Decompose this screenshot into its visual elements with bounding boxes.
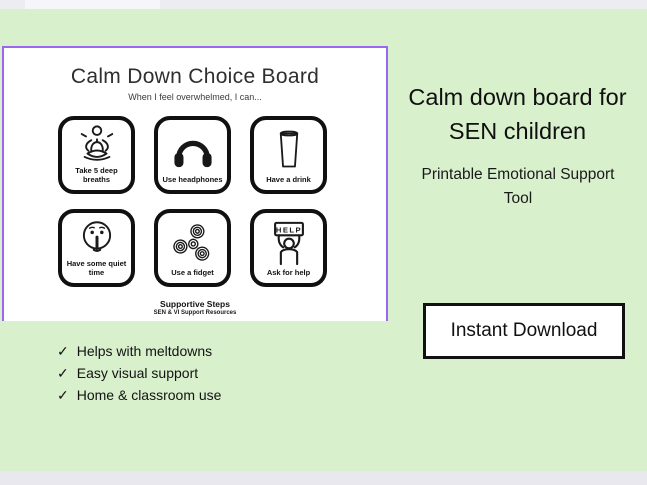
checkmark-icon: ✓ (57, 343, 69, 359)
tile-have-a-drink: Have a drink (250, 116, 327, 194)
brand-tagline: SEN & VI Support Resources (153, 310, 237, 316)
fidget-spinner-icon (160, 217, 225, 268)
tile-label: Have some quiet time (66, 258, 127, 278)
tile-quiet-time: Have some quiet time (58, 209, 135, 287)
quiet-shush-icon (64, 217, 129, 259)
tile-take-deep-breaths: Take 5 deep breaths (58, 116, 135, 194)
browser-top-bar (0, 0, 647, 9)
benefit-item: ✓ Home & classroom use (57, 384, 221, 406)
product-image-poster[interactable]: Calm Down Choice Board When I feel overw… (2, 46, 388, 321)
benefit-item: ✓ Easy visual support (57, 362, 221, 384)
tile-label: Use a fidget (171, 268, 214, 278)
benefit-text: Easy visual support (76, 365, 199, 381)
benefit-text: Helps with meltdowns (76, 343, 213, 359)
help-sign-text: HELP (275, 225, 301, 234)
tile-label: Take 5 deep breaths (75, 165, 118, 185)
tile-label: Ask for help (266, 268, 311, 278)
product-subtitle: Printable Emotional Support Tool (421, 166, 615, 207)
browser-tab-strip (25, 0, 160, 9)
tile-ask-for-help: HELP Ask for help (250, 209, 327, 287)
benefit-item: ✓ Helps with meltdowns (57, 340, 221, 362)
product-title: Calm down board for SEN children (408, 84, 627, 144)
headphones-icon (160, 124, 225, 175)
browser-bottom-bar (0, 471, 647, 485)
poster-footer: Supportive Steps SEN & VI Support Resour… (4, 299, 386, 316)
tile-label: Have a drink (266, 175, 311, 185)
brand-name: Supportive Steps (160, 299, 230, 309)
tile-use-headphones: Use headphones (154, 116, 231, 194)
help-sign-icon: HELP (256, 217, 321, 268)
poster-title: Calm Down Choice Board (70, 65, 320, 88)
tile-label: Use headphones (162, 175, 223, 185)
instant-download-button[interactable]: Instant Download (423, 303, 625, 359)
tile-use-a-fidget: Use a fidget (154, 209, 231, 287)
checkmark-icon: ✓ (57, 387, 69, 403)
meditation-icon (64, 124, 129, 166)
benefits-list: ✓ Helps with meltdowns ✓ Easy visual sup… (57, 340, 221, 406)
choice-tile-grid: Take 5 deep breaths Use headphones Have … (58, 116, 327, 287)
checkmark-icon: ✓ (57, 365, 69, 381)
poster-subtitle: When I feel overwhelmed, I can... (128, 92, 262, 102)
benefit-text: Home & classroom use (76, 387, 222, 403)
drink-glass-icon (256, 124, 321, 175)
